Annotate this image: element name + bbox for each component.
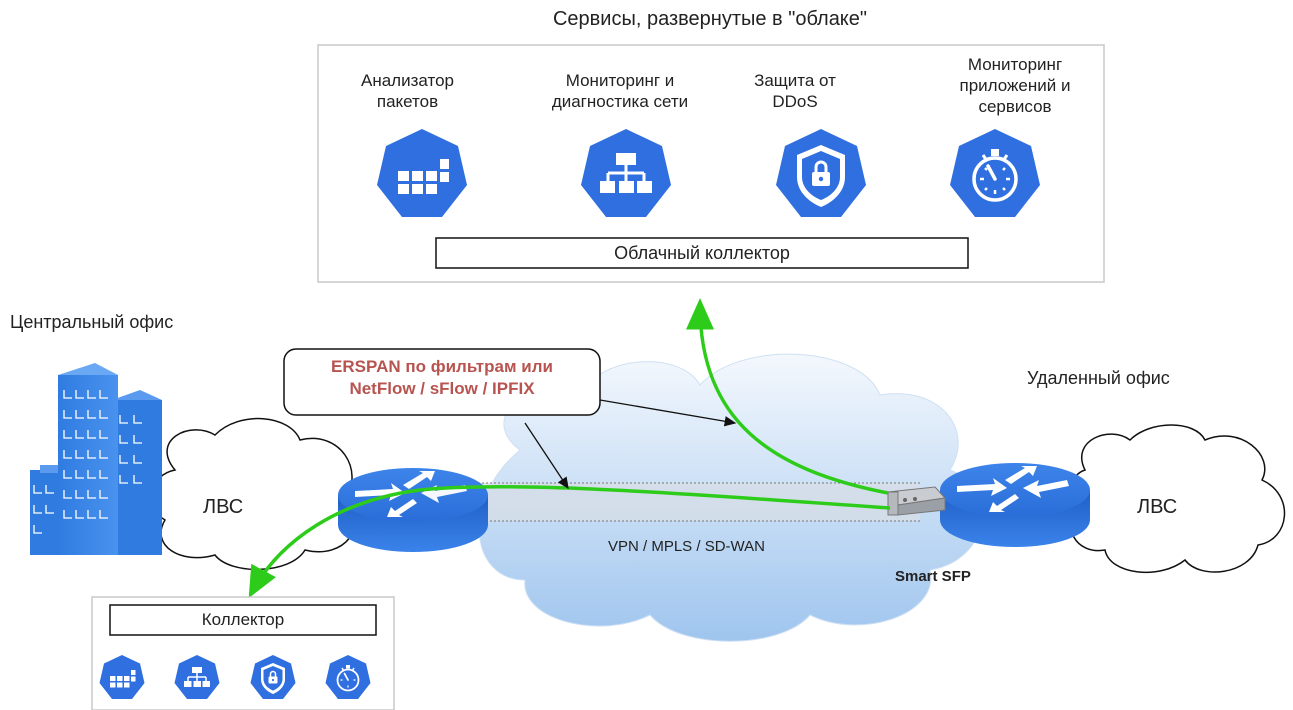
- cloud-collector-box: [435, 237, 969, 269]
- central-office-label: Центральный офис: [10, 312, 174, 332]
- service-label-packet-analyzer: Анализатор пакетов: [361, 71, 454, 111]
- lan-cloud-left: [149, 417, 356, 571]
- router-right-icon: [940, 463, 1090, 547]
- wan-label: VPN / MPLS / SD-WAN: [608, 538, 765, 555]
- grid-blocks-icon: [99, 655, 145, 699]
- callout-box: [283, 348, 601, 416]
- lan-right-label: ЛВС: [1137, 496, 1178, 518]
- local-collector-label: Коллектор: [201, 610, 285, 629]
- office-building-icon: [30, 363, 162, 555]
- lan-left-label: ЛВС: [203, 496, 244, 518]
- cloud-services-title: Сервисы, развернутые в "облаке": [552, 8, 868, 30]
- grid-blocks-icon: [377, 129, 467, 217]
- stopwatch-icon: [950, 129, 1040, 217]
- stopwatch-icon: [325, 655, 371, 699]
- lock-shield-icon: [776, 129, 866, 217]
- network-tree-icon: [581, 129, 671, 217]
- lock-shield-icon: [250, 655, 296, 699]
- local-collector-box: [109, 604, 377, 636]
- callout-arrow-tunnel: [524, 422, 569, 490]
- lan-cloud-right: [1070, 424, 1286, 573]
- callout-arrow-cloud: [599, 399, 737, 427]
- callout-text: ERSPAN по фильтрам или NetFlow / sFlow /…: [331, 357, 553, 398]
- cloud-collector-label: Облачный коллектор: [614, 243, 790, 263]
- remote-office-label: Удаленный офис: [1027, 368, 1170, 388]
- flow-to-local-collector: [248, 484, 891, 599]
- vpn-tunnel: [470, 483, 920, 521]
- flow-to-cloud: [686, 298, 889, 495]
- service-label-ddos-protection: Защита от DDoS: [754, 71, 836, 111]
- smart-sfp-icon: [887, 486, 946, 516]
- smart-sfp-label: Smart SFP: [895, 568, 971, 585]
- network-tree-icon: [174, 655, 220, 699]
- router-left-icon: [338, 468, 488, 552]
- service-label-network-monitoring: Мониторинг и диагностика сети: [551, 71, 689, 111]
- service-label-app-monitoring: Мониторинг приложений и сервисов: [959, 55, 1071, 116]
